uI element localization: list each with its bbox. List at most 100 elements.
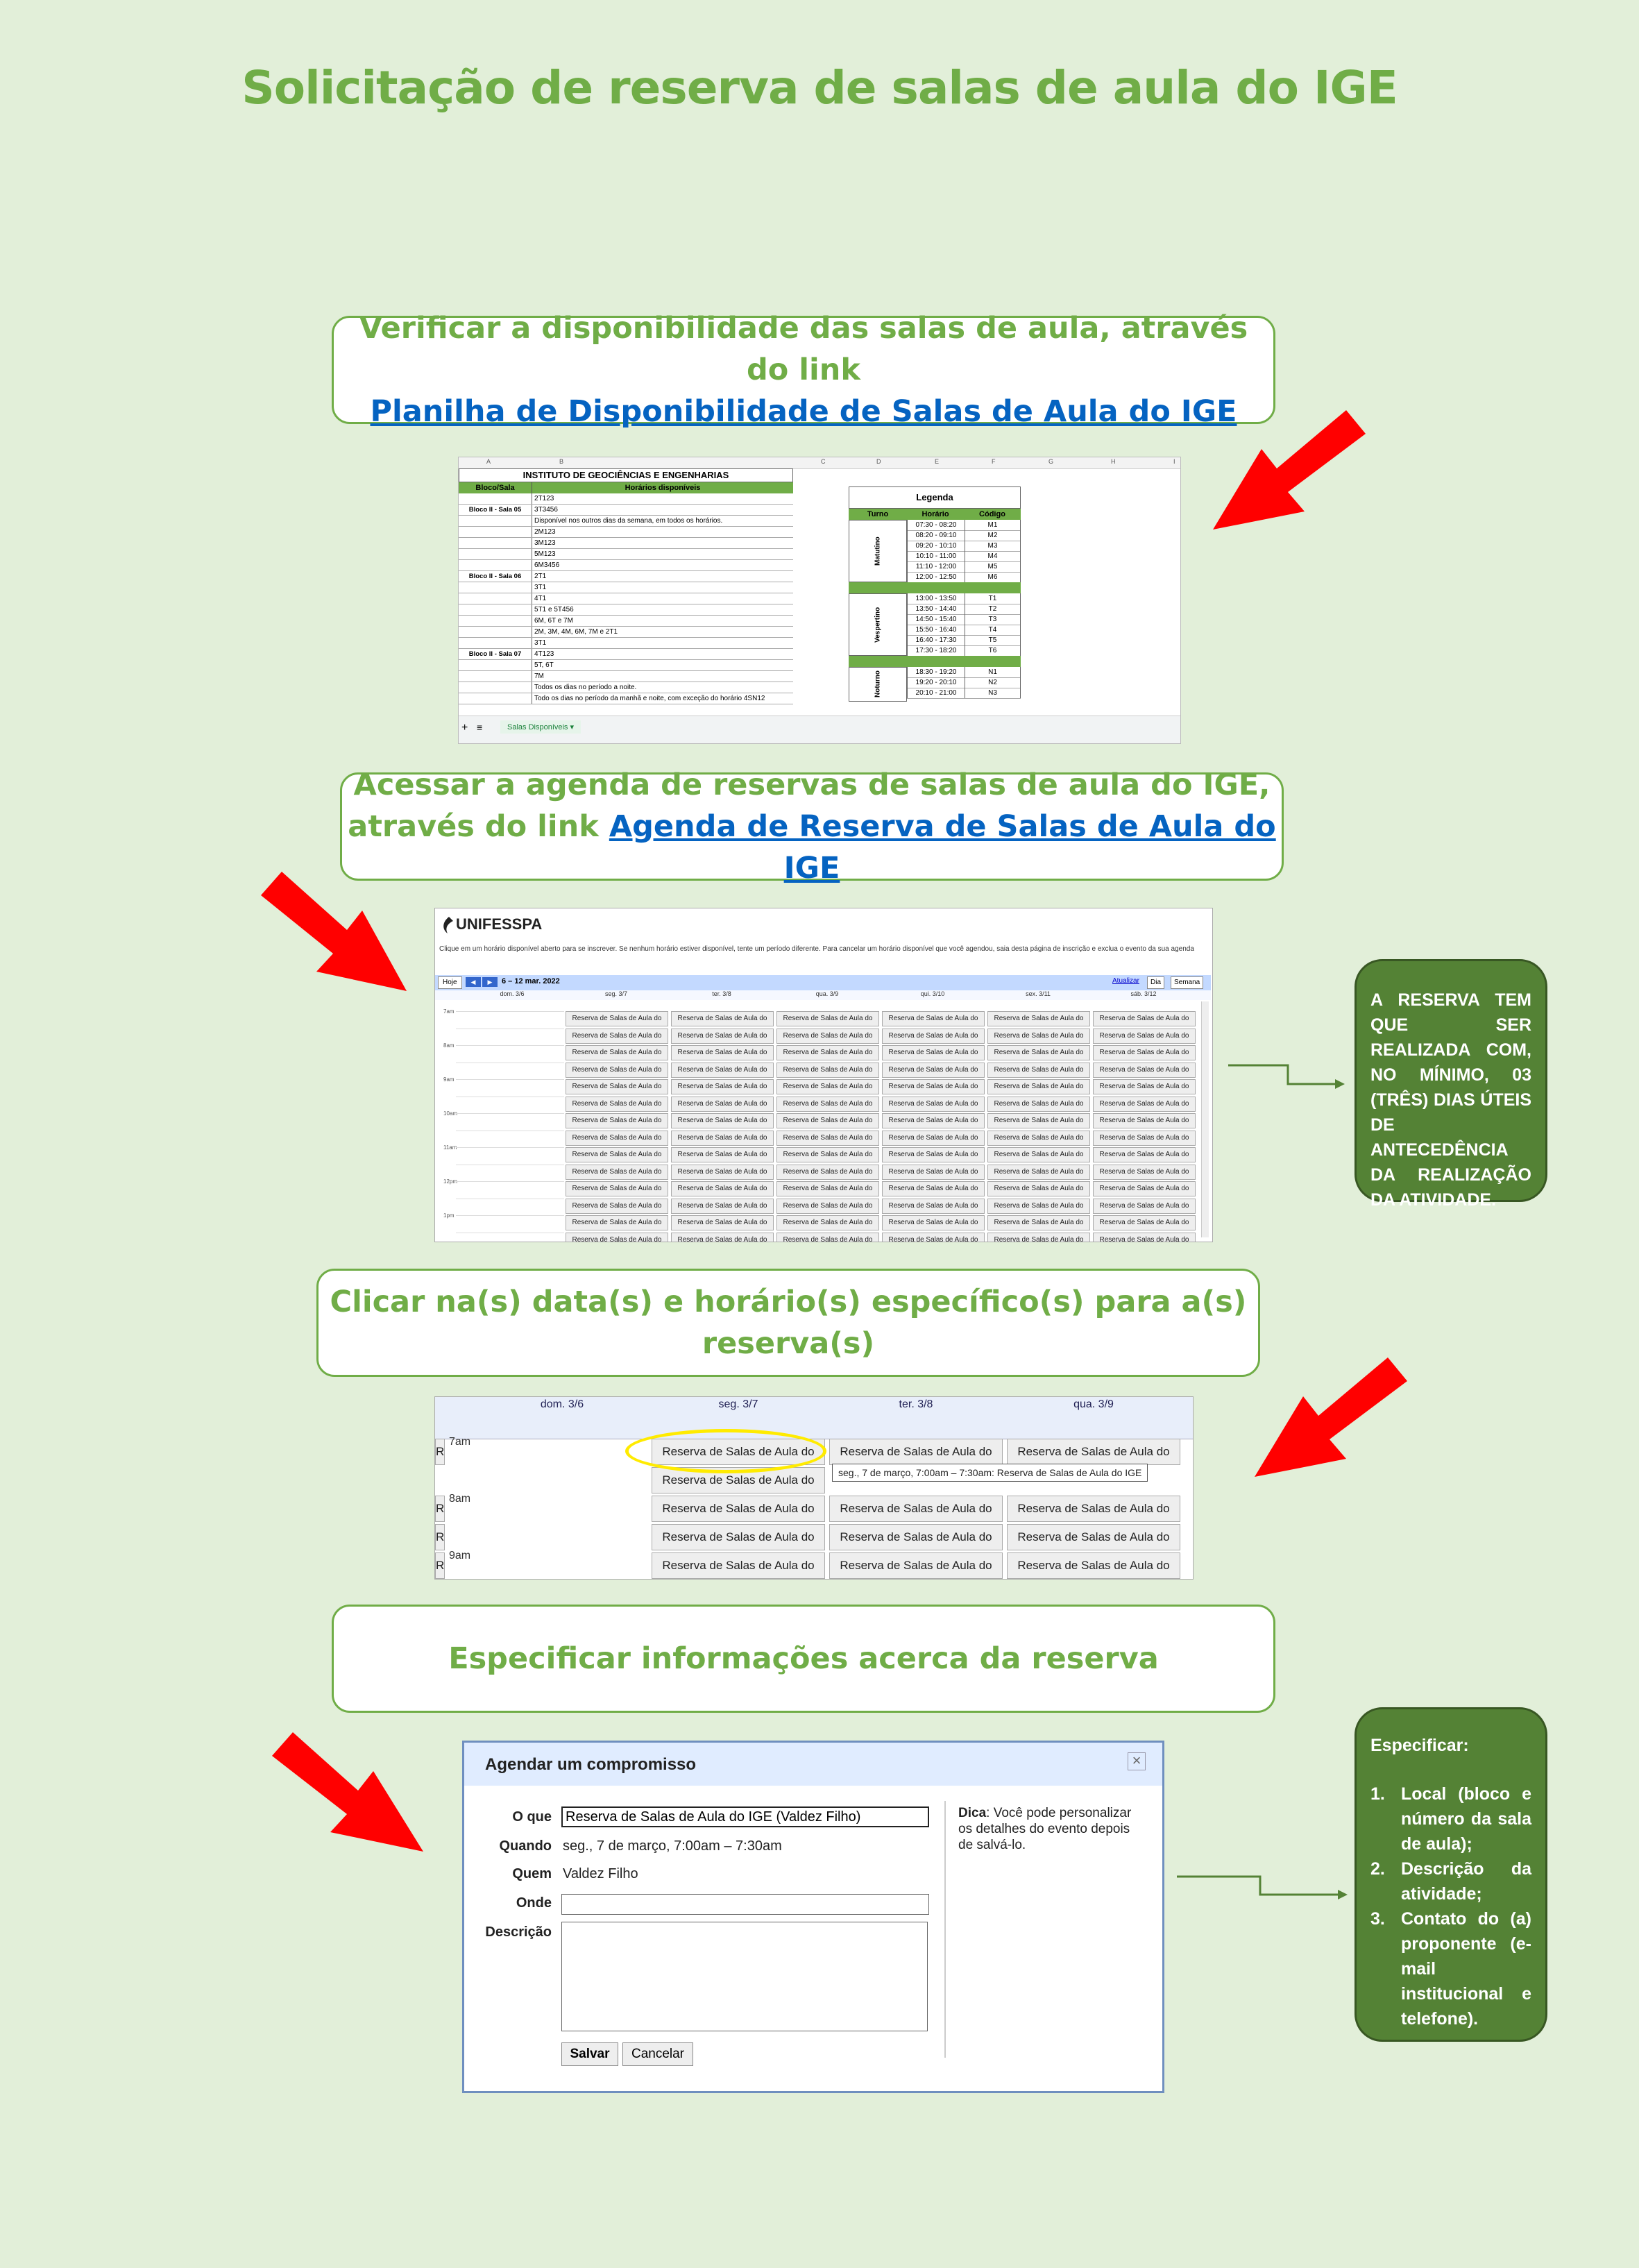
week-view-button[interactable]: Semana <box>1171 976 1204 989</box>
agenda-slot[interactable]: Reserva de Salas de Aula do <box>671 1130 774 1146</box>
agenda-slot[interactable]: Reserva de Salas de Aula do <box>671 1113 774 1128</box>
zoom-slot[interactable]: Reserva de Salas de Aula do <box>435 1496 445 1522</box>
agenda-slot[interactable]: Reserva de Salas de Aula do <box>671 1045 774 1060</box>
zoom-slot[interactable]: Reserva de Salas de Aula do <box>435 1524 445 1550</box>
agenda-slot[interactable]: Reserva de Salas de Aula do <box>882 1028 985 1044</box>
agenda-slot[interactable]: Reserva de Salas de Aula do <box>1093 1215 1196 1230</box>
agenda-slot[interactable]: Reserva de Salas de Aula do <box>776 1028 879 1044</box>
agenda-slot[interactable]: Reserva de Salas de Aula do <box>1093 1113 1196 1128</box>
agenda-slot[interactable]: Reserva de Salas de Aula do <box>1093 1147 1196 1162</box>
agenda-slot[interactable]: Reserva de Salas de Aula do <box>1093 1096 1196 1112</box>
agenda-slot[interactable]: Reserva de Salas de Aula do <box>882 1181 985 1196</box>
agenda-slot[interactable]: Reserva de Salas de Aula do <box>987 1181 1090 1196</box>
agenda-slot[interactable]: Reserva de Salas de Aula do <box>882 1045 985 1060</box>
agenda-slot[interactable]: Reserva de Salas de Aula do <box>987 1164 1090 1180</box>
agenda-slot[interactable]: Reserva de Salas de Aula do <box>882 1096 985 1112</box>
agenda-slot[interactable]: Reserva de Salas de Aula do <box>882 1198 985 1214</box>
zoom-slot[interactable]: Reserva de Salas de Aula do <box>435 1439 445 1465</box>
agenda-slot[interactable]: Reserva de Salas de Aula do <box>566 1079 668 1094</box>
agenda-slot[interactable]: Reserva de Salas de Aula do <box>987 1232 1090 1242</box>
agenda-slot[interactable]: Reserva de Salas de Aula do <box>1093 1028 1196 1044</box>
agenda-slot[interactable]: Reserva de Salas de Aula do <box>1093 1181 1196 1196</box>
agenda-slot[interactable]: Reserva de Salas de Aula do <box>987 1062 1090 1078</box>
agenda-slot[interactable]: Reserva de Salas de Aula do <box>776 1232 879 1242</box>
agenda-slot[interactable]: Reserva de Salas de Aula do <box>566 1062 668 1078</box>
agenda-slot[interactable]: Reserva de Salas de Aula do <box>987 1147 1090 1162</box>
cancel-button[interactable]: Cancelar <box>622 2042 693 2066</box>
agenda-slot[interactable]: Reserva de Salas de Aula do <box>776 1164 879 1180</box>
agenda-slot[interactable]: Reserva de Salas de Aula do <box>776 1113 879 1128</box>
agenda-slot[interactable]: Reserva de Salas de Aula do <box>671 1028 774 1044</box>
zoom-slot[interactable]: Reserva de Salas de Aula do <box>1007 1439 1180 1465</box>
agenda-slot[interactable]: Reserva de Salas de Aula do <box>566 1232 668 1242</box>
agenda-slot[interactable]: Reserva de Salas de Aula do <box>1093 1198 1196 1214</box>
agenda-slot[interactable]: Reserva de Salas de Aula do <box>566 1045 668 1060</box>
agenda-slot[interactable]: Reserva de Salas de Aula do <box>566 1181 668 1196</box>
agenda-slot[interactable]: Reserva de Salas de Aula do <box>776 1215 879 1230</box>
agenda-slot[interactable]: Reserva de Salas de Aula do <box>776 1147 879 1162</box>
agenda-slot[interactable]: Reserva de Salas de Aula do <box>987 1215 1090 1230</box>
where-input[interactable] <box>561 1894 929 1915</box>
agenda-slot[interactable]: Reserva de Salas de Aula do <box>882 1147 985 1162</box>
zoom-slot[interactable]: Reserva de Salas de Aula do <box>652 1552 825 1579</box>
agenda-slot[interactable]: Reserva de Salas de Aula do <box>566 1147 668 1162</box>
agenda-slot[interactable]: Reserva de Salas de Aula do <box>776 1130 879 1146</box>
sheet-tab[interactable]: Salas Disponíveis ▾ <box>500 720 581 734</box>
agenda-slot[interactable]: Reserva de Salas de Aula do <box>987 1079 1090 1094</box>
agenda-slot[interactable]: Reserva de Salas de Aula do <box>566 1198 668 1214</box>
zoom-slot[interactable]: Reserva de Salas de Aula do <box>652 1524 825 1550</box>
agenda-slot[interactable]: Reserva de Salas de Aula do <box>776 1198 879 1214</box>
zoom-slot[interactable]: Reserva de Salas de Aula do <box>435 1552 445 1579</box>
agenda-slot[interactable]: Reserva de Salas de Aula do <box>776 1045 879 1060</box>
agenda-slot[interactable]: Reserva de Salas de Aula do <box>987 1028 1090 1044</box>
agenda-slot[interactable]: Reserva de Salas de Aula do <box>671 1232 774 1242</box>
agenda-link[interactable]: Agenda de Reserva de Salas de Aula do IG… <box>609 809 1276 886</box>
agenda-slot[interactable]: Reserva de Salas de Aula do <box>566 1096 668 1112</box>
agenda-slot[interactable]: Reserva de Salas de Aula do <box>1093 1079 1196 1094</box>
zoom-slot[interactable]: Reserva de Salas de Aula do <box>829 1439 1003 1465</box>
agenda-slot[interactable]: Reserva de Salas de Aula do <box>671 1062 774 1078</box>
agenda-slot[interactable]: Reserva de Salas de Aula do <box>671 1079 774 1094</box>
prev-week-button[interactable]: ◀ <box>466 977 481 987</box>
agenda-slot[interactable]: Reserva de Salas de Aula do <box>671 1215 774 1230</box>
agenda-slot[interactable]: Reserva de Salas de Aula do <box>1093 1164 1196 1180</box>
agenda-slot[interactable]: Reserva de Salas de Aula do <box>987 1011 1090 1026</box>
agenda-slot[interactable]: Reserva de Salas de Aula do <box>987 1045 1090 1060</box>
agenda-slot[interactable]: Reserva de Salas de Aula do <box>882 1079 985 1094</box>
agenda-slot[interactable]: Reserva de Salas de Aula do <box>566 1164 668 1180</box>
agenda-slot[interactable]: Reserva de Salas de Aula do <box>671 1181 774 1196</box>
close-icon[interactable]: × <box>1128 1752 1146 1770</box>
agenda-slot[interactable]: Reserva de Salas de Aula do <box>776 1079 879 1094</box>
agenda-slot[interactable]: Reserva de Salas de Aula do <box>1093 1045 1196 1060</box>
agenda-slot[interactable]: Reserva de Salas de Aula do <box>566 1011 668 1026</box>
agenda-slot[interactable]: Reserva de Salas de Aula do <box>882 1215 985 1230</box>
sheet-link[interactable]: Planilha de Disponibilidade de Salas de … <box>370 394 1237 429</box>
agenda-slot[interactable]: Reserva de Salas de Aula do <box>566 1113 668 1128</box>
agenda-slot[interactable]: Reserva de Salas de Aula do <box>882 1130 985 1146</box>
agenda-slot[interactable]: Reserva de Salas de Aula do <box>776 1011 879 1026</box>
agenda-slot[interactable]: Reserva de Salas de Aula do <box>566 1215 668 1230</box>
agenda-slot[interactable]: Reserva de Salas de Aula do <box>776 1181 879 1196</box>
zoom-slot[interactable]: Reserva de Salas de Aula do <box>829 1552 1003 1579</box>
zoom-slot[interactable]: Reserva de Salas de Aula do <box>1007 1524 1180 1550</box>
save-button[interactable]: Salvar <box>561 2042 618 2066</box>
agenda-slot[interactable]: Reserva de Salas de Aula do <box>882 1011 985 1026</box>
agenda-slot[interactable]: Reserva de Salas de Aula do <box>671 1198 774 1214</box>
zoom-slot[interactable]: Reserva de Salas de Aula do <box>829 1496 1003 1522</box>
agenda-slot[interactable]: Reserva de Salas de Aula do <box>1093 1232 1196 1242</box>
zoom-slot[interactable]: Reserva de Salas de Aula do <box>1007 1496 1180 1522</box>
zoom-slot[interactable]: Reserva de Salas de Aula do <box>829 1524 1003 1550</box>
agenda-slot[interactable]: Reserva de Salas de Aula do <box>671 1096 774 1112</box>
agenda-slot[interactable]: Reserva de Salas de Aula do <box>987 1130 1090 1146</box>
agenda-slot[interactable]: Reserva de Salas de Aula do <box>776 1096 879 1112</box>
description-textarea[interactable] <box>561 1922 928 2031</box>
what-input[interactable]: Reserva de Salas de Aula do IGE (Valdez … <box>561 1806 929 1827</box>
agenda-slot[interactable]: Reserva de Salas de Aula do <box>1093 1062 1196 1078</box>
agenda-slot[interactable]: Reserva de Salas de Aula do <box>987 1198 1090 1214</box>
add-sheet-icon[interactable]: + <box>461 722 468 734</box>
agenda-slot[interactable]: Reserva de Salas de Aula do <box>671 1147 774 1162</box>
agenda-slot[interactable]: Reserva de Salas de Aula do <box>566 1130 668 1146</box>
agenda-slot[interactable]: Reserva de Salas de Aula do <box>987 1096 1090 1112</box>
agenda-slot[interactable]: Reserva de Salas de Aula do <box>987 1113 1090 1128</box>
sheet-list-icon[interactable]: ≡ <box>477 722 483 733</box>
